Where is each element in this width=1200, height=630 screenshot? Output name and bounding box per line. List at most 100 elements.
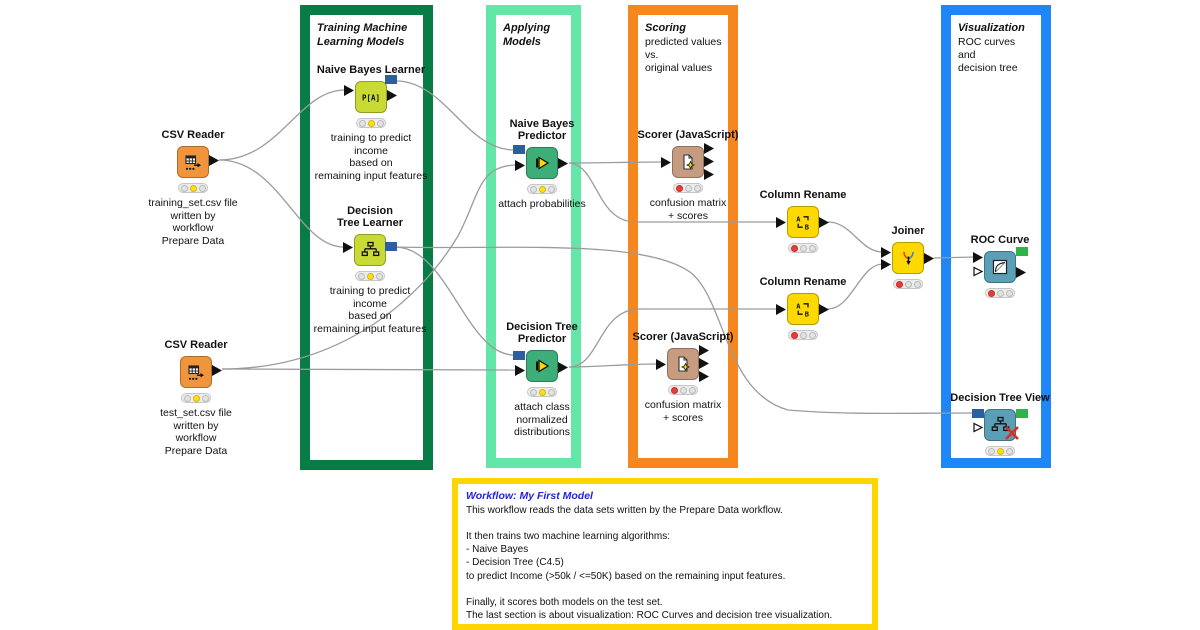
connection-wire-csv-reader-train--decision-tree-learner[interactable] (218, 159, 345, 248)
input-port[interactable] (656, 359, 667, 370)
node-label: Decision Tree Predictor (506, 320, 578, 346)
node-decision-tree-predictor[interactable] (526, 350, 558, 382)
node-csv-reader-train[interactable] (177, 146, 209, 178)
traffic-yellow (192, 394, 200, 402)
group-title: Training Machine Learning Models (317, 22, 408, 48)
input-port[interactable] (344, 85, 355, 96)
connection-wire-csv-reader-test--naive-bayes-predictor[interactable] (221, 164, 517, 370)
node-label: Decision Tree View (950, 392, 1050, 405)
traffic-yellow (799, 331, 807, 339)
workflow-description-annotation[interactable]: Workflow: My First Model This workflow r… (452, 478, 878, 630)
node-comment: test_set.csv file written by workflow Pr… (160, 407, 232, 457)
predictor-play-icon (532, 356, 552, 376)
connection-wire-naive-bayes-predictor--column-rename-1[interactable] (568, 162, 778, 223)
connection-wire-joiner--roc-curve[interactable] (933, 256, 976, 259)
output-port[interactable] (1016, 267, 1027, 278)
input-port[interactable] (776, 217, 787, 228)
traffic-green (693, 184, 701, 192)
node-label: ROC Curve (970, 234, 1030, 247)
input-port[interactable] (881, 247, 892, 258)
group-title: Applying Models (503, 22, 551, 48)
output-port[interactable] (819, 304, 830, 315)
group-subtitle: ROC curves and decision tree (958, 35, 1018, 74)
node-joiner[interactable] (892, 242, 924, 274)
output-port[interactable] (699, 345, 710, 356)
node-naive-bayes-learner[interactable]: P[A] (355, 81, 387, 113)
output-port[interactable] (212, 365, 223, 376)
output-port[interactable] (699, 371, 710, 382)
traffic-yellow (996, 289, 1004, 297)
node-comment: training_set.csv file written by workflo… (148, 197, 238, 247)
traffic-red (790, 244, 798, 252)
group-title: Scoring (645, 22, 686, 34)
output-port[interactable] (704, 156, 715, 167)
output-port[interactable] (558, 158, 569, 169)
view-port[interactable] (1016, 247, 1028, 256)
optional-input-port[interactable] (973, 422, 984, 433)
decision-tree-icon (990, 415, 1010, 435)
node-csv-reader-test[interactable] (180, 356, 212, 388)
input-port[interactable] (515, 160, 526, 171)
model-port[interactable] (513, 351, 525, 360)
traffic-red (987, 289, 995, 297)
optional-input-port[interactable] (973, 266, 984, 277)
traffic-red (357, 272, 365, 280)
output-port[interactable] (558, 362, 569, 373)
connection-wire-column-rename-2--joiner[interactable] (827, 263, 884, 310)
output-port[interactable] (819, 217, 830, 228)
traffic-light (527, 387, 557, 397)
output-port[interactable] (387, 90, 398, 101)
connection-wire-decision-tree-predictor--column-rename-2[interactable] (568, 308, 778, 368)
traffic-light (788, 330, 818, 340)
traffic-green (688, 386, 696, 394)
node-naive-bayes-predictor[interactable] (526, 147, 558, 179)
node-roc-curve[interactable] (984, 251, 1016, 283)
traffic-green (198, 184, 206, 192)
connection-wire-naive-bayes-learner--naive-bayes-predictor[interactable] (395, 80, 515, 151)
scorer-icon (678, 152, 698, 172)
input-port[interactable] (343, 242, 354, 253)
input-port[interactable] (881, 259, 892, 270)
input-port[interactable] (776, 304, 787, 315)
joiner-icon (898, 248, 918, 268)
model-port[interactable] (513, 145, 525, 154)
input-port[interactable] (515, 365, 526, 376)
node-label: Naive Bayes Predictor (509, 117, 575, 143)
traffic-red (529, 388, 537, 396)
view-port[interactable] (1016, 409, 1028, 418)
traffic-green (808, 244, 816, 252)
connection-wire-csv-reader-train--naive-bayes-learner[interactable] (218, 89, 346, 161)
traffic-red (180, 184, 188, 192)
connection-wire-column-rename-1--joiner[interactable] (827, 221, 884, 253)
node-scorer-javascript-2[interactable] (667, 348, 699, 380)
traffic-green (376, 119, 384, 127)
node-decision-tree-learner[interactable] (354, 234, 386, 266)
connection-wire-decision-tree-predictor--scorer-javascript-2[interactable] (568, 363, 659, 368)
traffic-yellow (538, 185, 546, 193)
traffic-red (987, 447, 995, 455)
input-port[interactable] (973, 252, 984, 263)
input-port[interactable] (661, 157, 672, 168)
model-port[interactable] (385, 242, 397, 251)
connection-wire-decision-tree-learner--decision-tree-view[interactable] (394, 246, 974, 415)
model-port[interactable] (385, 75, 397, 84)
model-port[interactable] (972, 409, 984, 418)
connection-wire-decision-tree-learner--decision-tree-predictor[interactable] (394, 246, 515, 356)
predictor-play-icon (532, 153, 552, 173)
connection-wire-csv-reader-test--decision-tree-predictor[interactable] (221, 368, 517, 371)
output-port[interactable] (924, 253, 935, 264)
annotation-box-visualization[interactable]: Visualization ROC curves and decision tr… (941, 5, 1051, 468)
output-port[interactable] (209, 155, 220, 166)
traffic-yellow (367, 119, 375, 127)
output-port[interactable] (704, 143, 715, 154)
svg-text:B: B (805, 311, 809, 319)
output-port[interactable] (699, 358, 710, 369)
connection-wire-naive-bayes-predictor--scorer-javascript-1[interactable] (568, 161, 664, 164)
node-label: Decision Tree Learner (336, 204, 404, 230)
node-scorer-javascript-1[interactable] (672, 146, 704, 178)
output-port[interactable] (704, 169, 715, 180)
csv-table-icon (186, 362, 206, 382)
